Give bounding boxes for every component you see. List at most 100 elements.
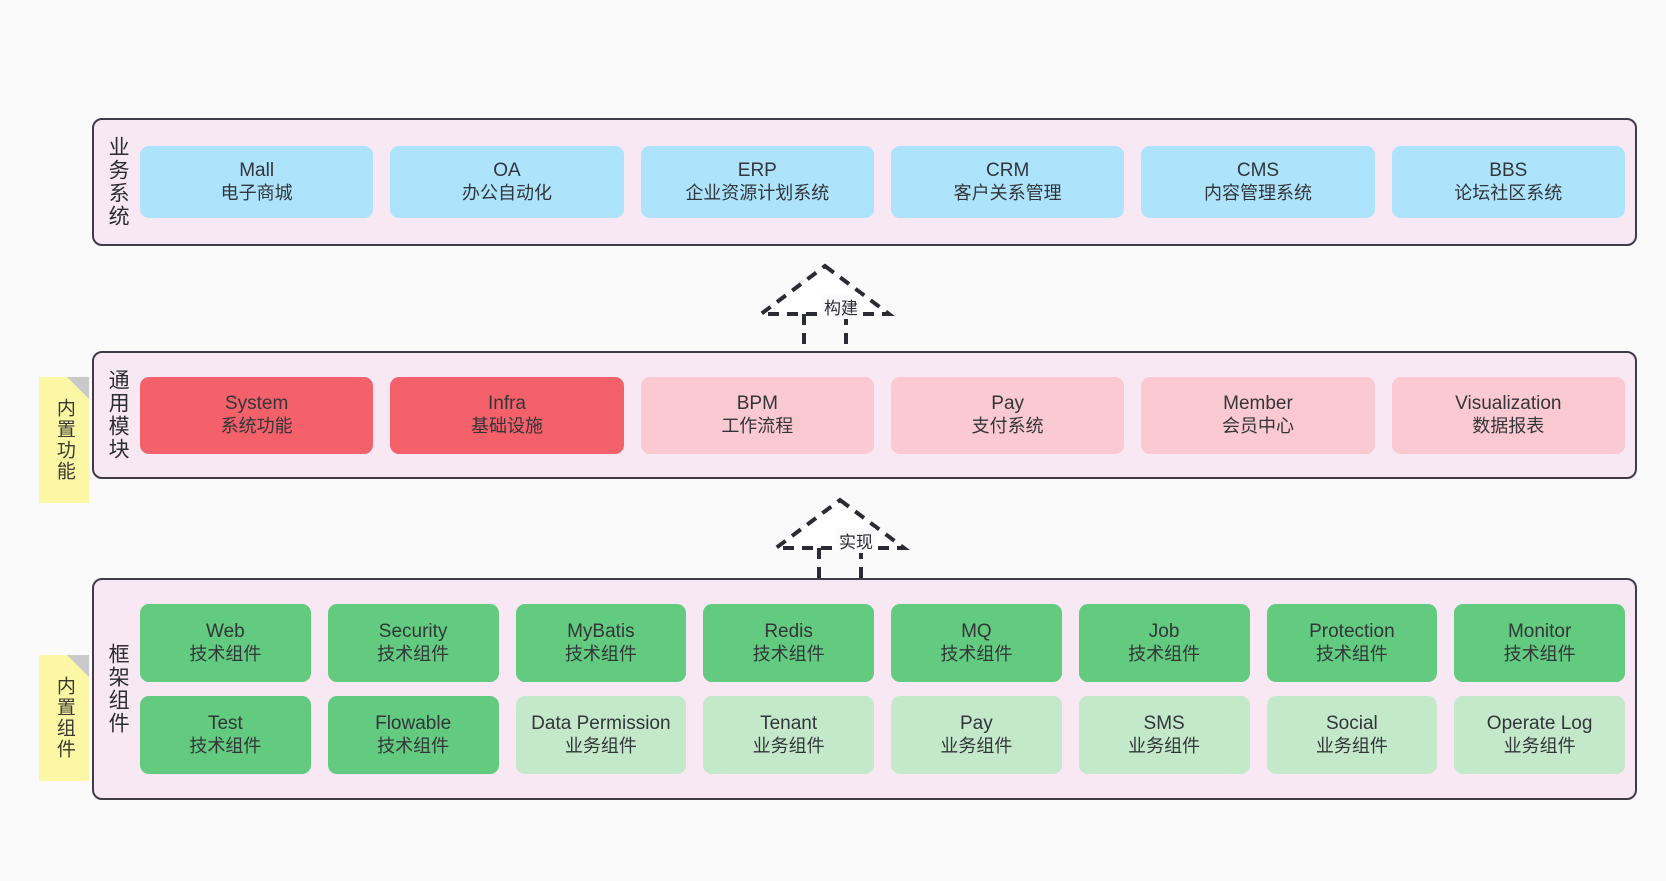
cell-security-name: Security bbox=[378, 621, 448, 643]
cell-mybatis[interactable]: MyBatis 技术组件 bbox=[515, 604, 687, 682]
cell-mall-name: Mall bbox=[239, 160, 275, 182]
cell-infra[interactable]: Infra 基础设施 bbox=[390, 376, 624, 454]
cell-tenant-name: Tenant bbox=[760, 713, 818, 735]
layer-business-body: Mall 电子商城 OA 办公自动化 ERP 企业资源计划系统 CRM 客户关系… bbox=[140, 120, 1635, 244]
cell-web-desc: 技术组件 bbox=[189, 643, 262, 664]
cell-pay-module[interactable]: Pay 支付系统 bbox=[890, 376, 1125, 454]
cell-erp-desc: 企业资源计划系统 bbox=[685, 182, 830, 203]
cell-crm-desc: 客户关系管理 bbox=[953, 182, 1062, 203]
connector-implement: 实现 bbox=[770, 492, 920, 584]
cell-mq-name: MQ bbox=[961, 621, 992, 643]
cell-job[interactable]: Job 技术组件 bbox=[1078, 604, 1250, 682]
cell-security[interactable]: Security 技术组件 bbox=[327, 604, 499, 682]
cell-member[interactable]: Member 会员中心 bbox=[1141, 376, 1375, 454]
cell-social[interactable]: Social 业务组件 bbox=[1266, 696, 1438, 774]
cell-visualization[interactable]: Visualization 数据报表 bbox=[1391, 376, 1625, 454]
cell-system[interactable]: System 系统功能 bbox=[140, 376, 374, 454]
cell-job-name: Job bbox=[1148, 621, 1180, 643]
cell-flowable-name: Flowable bbox=[375, 713, 452, 735]
cell-bpm-desc: 工作流程 bbox=[721, 415, 794, 436]
cell-monitor[interactable]: Monitor 技术组件 bbox=[1454, 604, 1625, 682]
cell-social-name: Social bbox=[1326, 713, 1378, 735]
cell-security-desc: 技术组件 bbox=[377, 643, 450, 664]
cell-bbs-name: BBS bbox=[1489, 160, 1528, 182]
cell-infra-name: Infra bbox=[487, 393, 526, 415]
layer-framework-component[interactable]: 框架组件 Web 技术组件 Security 技术组件 MyBatis 技术组件… bbox=[92, 578, 1637, 800]
layer-framework-body: Web 技术组件 Security 技术组件 MyBatis 技术组件 Redi… bbox=[140, 580, 1635, 798]
cell-social-desc: 业务组件 bbox=[1315, 735, 1388, 756]
layer-common-row: System 系统功能 Infra 基础设施 BPM 工作流程 Pay 支付系统… bbox=[140, 376, 1625, 454]
cell-operate-log[interactable]: Operate Log 业务组件 bbox=[1454, 696, 1625, 774]
cell-redis[interactable]: Redis 技术组件 bbox=[703, 604, 874, 682]
cell-flowable-desc: 技术组件 bbox=[377, 735, 450, 756]
cell-monitor-desc: 技术组件 bbox=[1503, 643, 1576, 664]
cell-data-permission[interactable]: Data Permission 业务组件 bbox=[515, 696, 687, 774]
layer-common-body: System 系统功能 Infra 基础设施 BPM 工作流程 Pay 支付系统… bbox=[140, 353, 1635, 477]
layer-common-title: 通用模块 bbox=[94, 353, 140, 477]
cell-member-name: Member bbox=[1223, 393, 1293, 415]
cell-erp[interactable]: ERP 企业资源计划系统 bbox=[640, 146, 874, 218]
cell-cms-desc: 内容管理系统 bbox=[1203, 182, 1312, 203]
cell-infra-desc: 基础设施 bbox=[470, 415, 543, 436]
sticky-note-builtin-component-text: 内置组件 bbox=[53, 676, 75, 760]
cell-visualization-desc: 数据报表 bbox=[1472, 415, 1545, 436]
cell-system-name: System bbox=[224, 393, 289, 415]
layer-business-title: 业务系统 bbox=[94, 120, 140, 244]
cell-sms-name: SMS bbox=[1143, 713, 1185, 735]
connector-implement-label: 实现 bbox=[837, 528, 875, 553]
cell-test-name: Test bbox=[207, 713, 243, 735]
cell-sms[interactable]: SMS 业务组件 bbox=[1078, 696, 1250, 774]
cell-visualization-name: Visualization bbox=[1455, 393, 1562, 415]
cell-pay-module-name: Pay bbox=[991, 393, 1025, 415]
sticky-note-builtin-function[interactable]: 内置功能 bbox=[39, 377, 89, 503]
sticky-fold-corner-icon bbox=[67, 655, 89, 677]
cell-mybatis-name: MyBatis bbox=[567, 621, 635, 643]
cell-pay-module-desc: 支付系统 bbox=[971, 415, 1044, 436]
cell-bbs[interactable]: BBS 论坛社区系统 bbox=[1391, 146, 1625, 218]
cell-protection-desc: 技术组件 bbox=[1315, 643, 1388, 664]
cell-mq-desc: 技术组件 bbox=[940, 643, 1013, 664]
cell-test-desc: 技术组件 bbox=[189, 735, 262, 756]
cell-mybatis-desc: 技术组件 bbox=[564, 643, 637, 664]
cell-monitor-name: Monitor bbox=[1507, 621, 1572, 643]
cell-pay-component-desc: 业务组件 bbox=[940, 735, 1013, 756]
cell-member-desc: 会员中心 bbox=[1221, 415, 1294, 436]
cell-oa[interactable]: OA 办公自动化 bbox=[390, 146, 624, 218]
layer-common-module[interactable]: 通用模块 System 系统功能 Infra 基础设施 BPM 工作流程 Pay bbox=[92, 351, 1637, 479]
layer-business-row: Mall 电子商城 OA 办公自动化 ERP 企业资源计划系统 CRM 客户关系… bbox=[140, 146, 1625, 218]
cell-bpm-name: BPM bbox=[736, 393, 778, 415]
layer-framework-title-text: 框架组件 bbox=[106, 643, 130, 735]
layer-framework-row-tech: Web 技术组件 Security 技术组件 MyBatis 技术组件 Redi… bbox=[140, 604, 1625, 682]
sticky-fold-corner-icon bbox=[67, 377, 89, 399]
cell-bbs-desc: 论坛社区系统 bbox=[1454, 182, 1563, 203]
cell-erp-name: ERP bbox=[737, 160, 777, 182]
cell-sms-desc: 业务组件 bbox=[1128, 735, 1201, 756]
cell-crm-name: CRM bbox=[986, 160, 1030, 182]
cell-mq[interactable]: MQ 技术组件 bbox=[891, 604, 1062, 682]
layer-framework-row-business: Test 技术组件 Flowable 技术组件 Data Permission … bbox=[140, 696, 1625, 774]
connector-build: 构建 bbox=[755, 258, 905, 350]
cell-mall[interactable]: Mall 电子商城 bbox=[140, 146, 374, 218]
layer-business-system[interactable]: 业务系统 Mall 电子商城 OA 办公自动化 ERP 企业资源计划系统 CRM bbox=[92, 118, 1637, 246]
cell-test[interactable]: Test 技术组件 bbox=[140, 696, 311, 774]
sticky-note-builtin-component[interactable]: 内置组件 bbox=[39, 655, 89, 781]
cell-data-permission-desc: 业务组件 bbox=[564, 735, 637, 756]
cell-oa-name: OA bbox=[493, 160, 521, 182]
cell-cms-name: CMS bbox=[1236, 160, 1280, 182]
cell-redis-name: Redis bbox=[764, 621, 813, 643]
cell-protection[interactable]: Protection 技术组件 bbox=[1266, 604, 1438, 682]
layer-framework-title: 框架组件 bbox=[94, 580, 140, 798]
cell-pay-component[interactable]: Pay 业务组件 bbox=[891, 696, 1062, 774]
cell-pay-component-name: Pay bbox=[960, 713, 993, 735]
cell-web-name: Web bbox=[206, 621, 245, 643]
cell-cms[interactable]: CMS 内容管理系统 bbox=[1141, 146, 1375, 218]
cell-tenant[interactable]: Tenant 业务组件 bbox=[703, 696, 874, 774]
cell-redis-desc: 技术组件 bbox=[752, 643, 825, 664]
sticky-note-builtin-function-text: 内置功能 bbox=[53, 398, 75, 482]
cell-flowable[interactable]: Flowable 技术组件 bbox=[327, 696, 499, 774]
cell-web[interactable]: Web 技术组件 bbox=[140, 604, 311, 682]
cell-system-desc: 系统功能 bbox=[220, 415, 293, 436]
cell-bpm[interactable]: BPM 工作流程 bbox=[640, 376, 874, 454]
cell-crm[interactable]: CRM 客户关系管理 bbox=[890, 146, 1125, 218]
